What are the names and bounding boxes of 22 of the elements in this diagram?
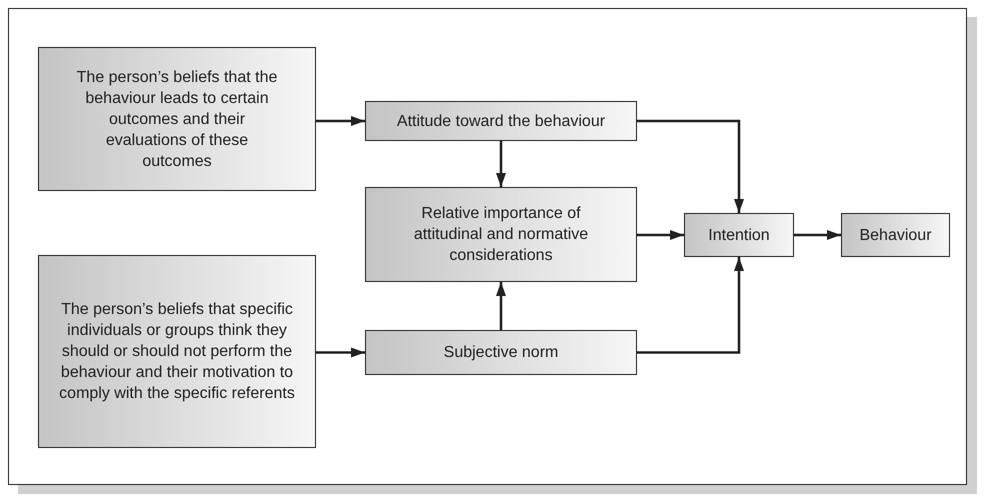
process-box — [365, 330, 637, 375]
box-text: Relative importance of attitudinal and normative considerations — [412, 204, 590, 266]
box-text: Attitude toward the behaviour — [396, 112, 606, 132]
arrow — [637, 120, 744, 213]
process-box — [365, 101, 637, 141]
box-text: The person’s beliefs that the behaviour leads to certain outcomes and their evaluations of these outcomes — [76, 68, 278, 172]
arrow — [316, 348, 365, 358]
arrow — [496, 282, 506, 330]
arrow — [637, 257, 744, 354]
box-text: Subjective norm — [444, 343, 558, 363]
arrow — [496, 141, 506, 187]
arrow — [794, 230, 841, 240]
process-box — [684, 213, 794, 257]
box-text: The person’s beliefs that specific individuals or groups think they should or should not perform the behaviour and their motivation to comply with the specific referents — [58, 300, 296, 404]
box-text: Intention — [708, 226, 770, 246]
process-box — [38, 47, 316, 191]
process-box — [841, 213, 950, 257]
process-box — [38, 255, 316, 448]
arrow — [637, 230, 684, 240]
process-box — [365, 187, 637, 282]
arrow — [316, 116, 365, 126]
box-text: Behaviour — [859, 226, 932, 246]
